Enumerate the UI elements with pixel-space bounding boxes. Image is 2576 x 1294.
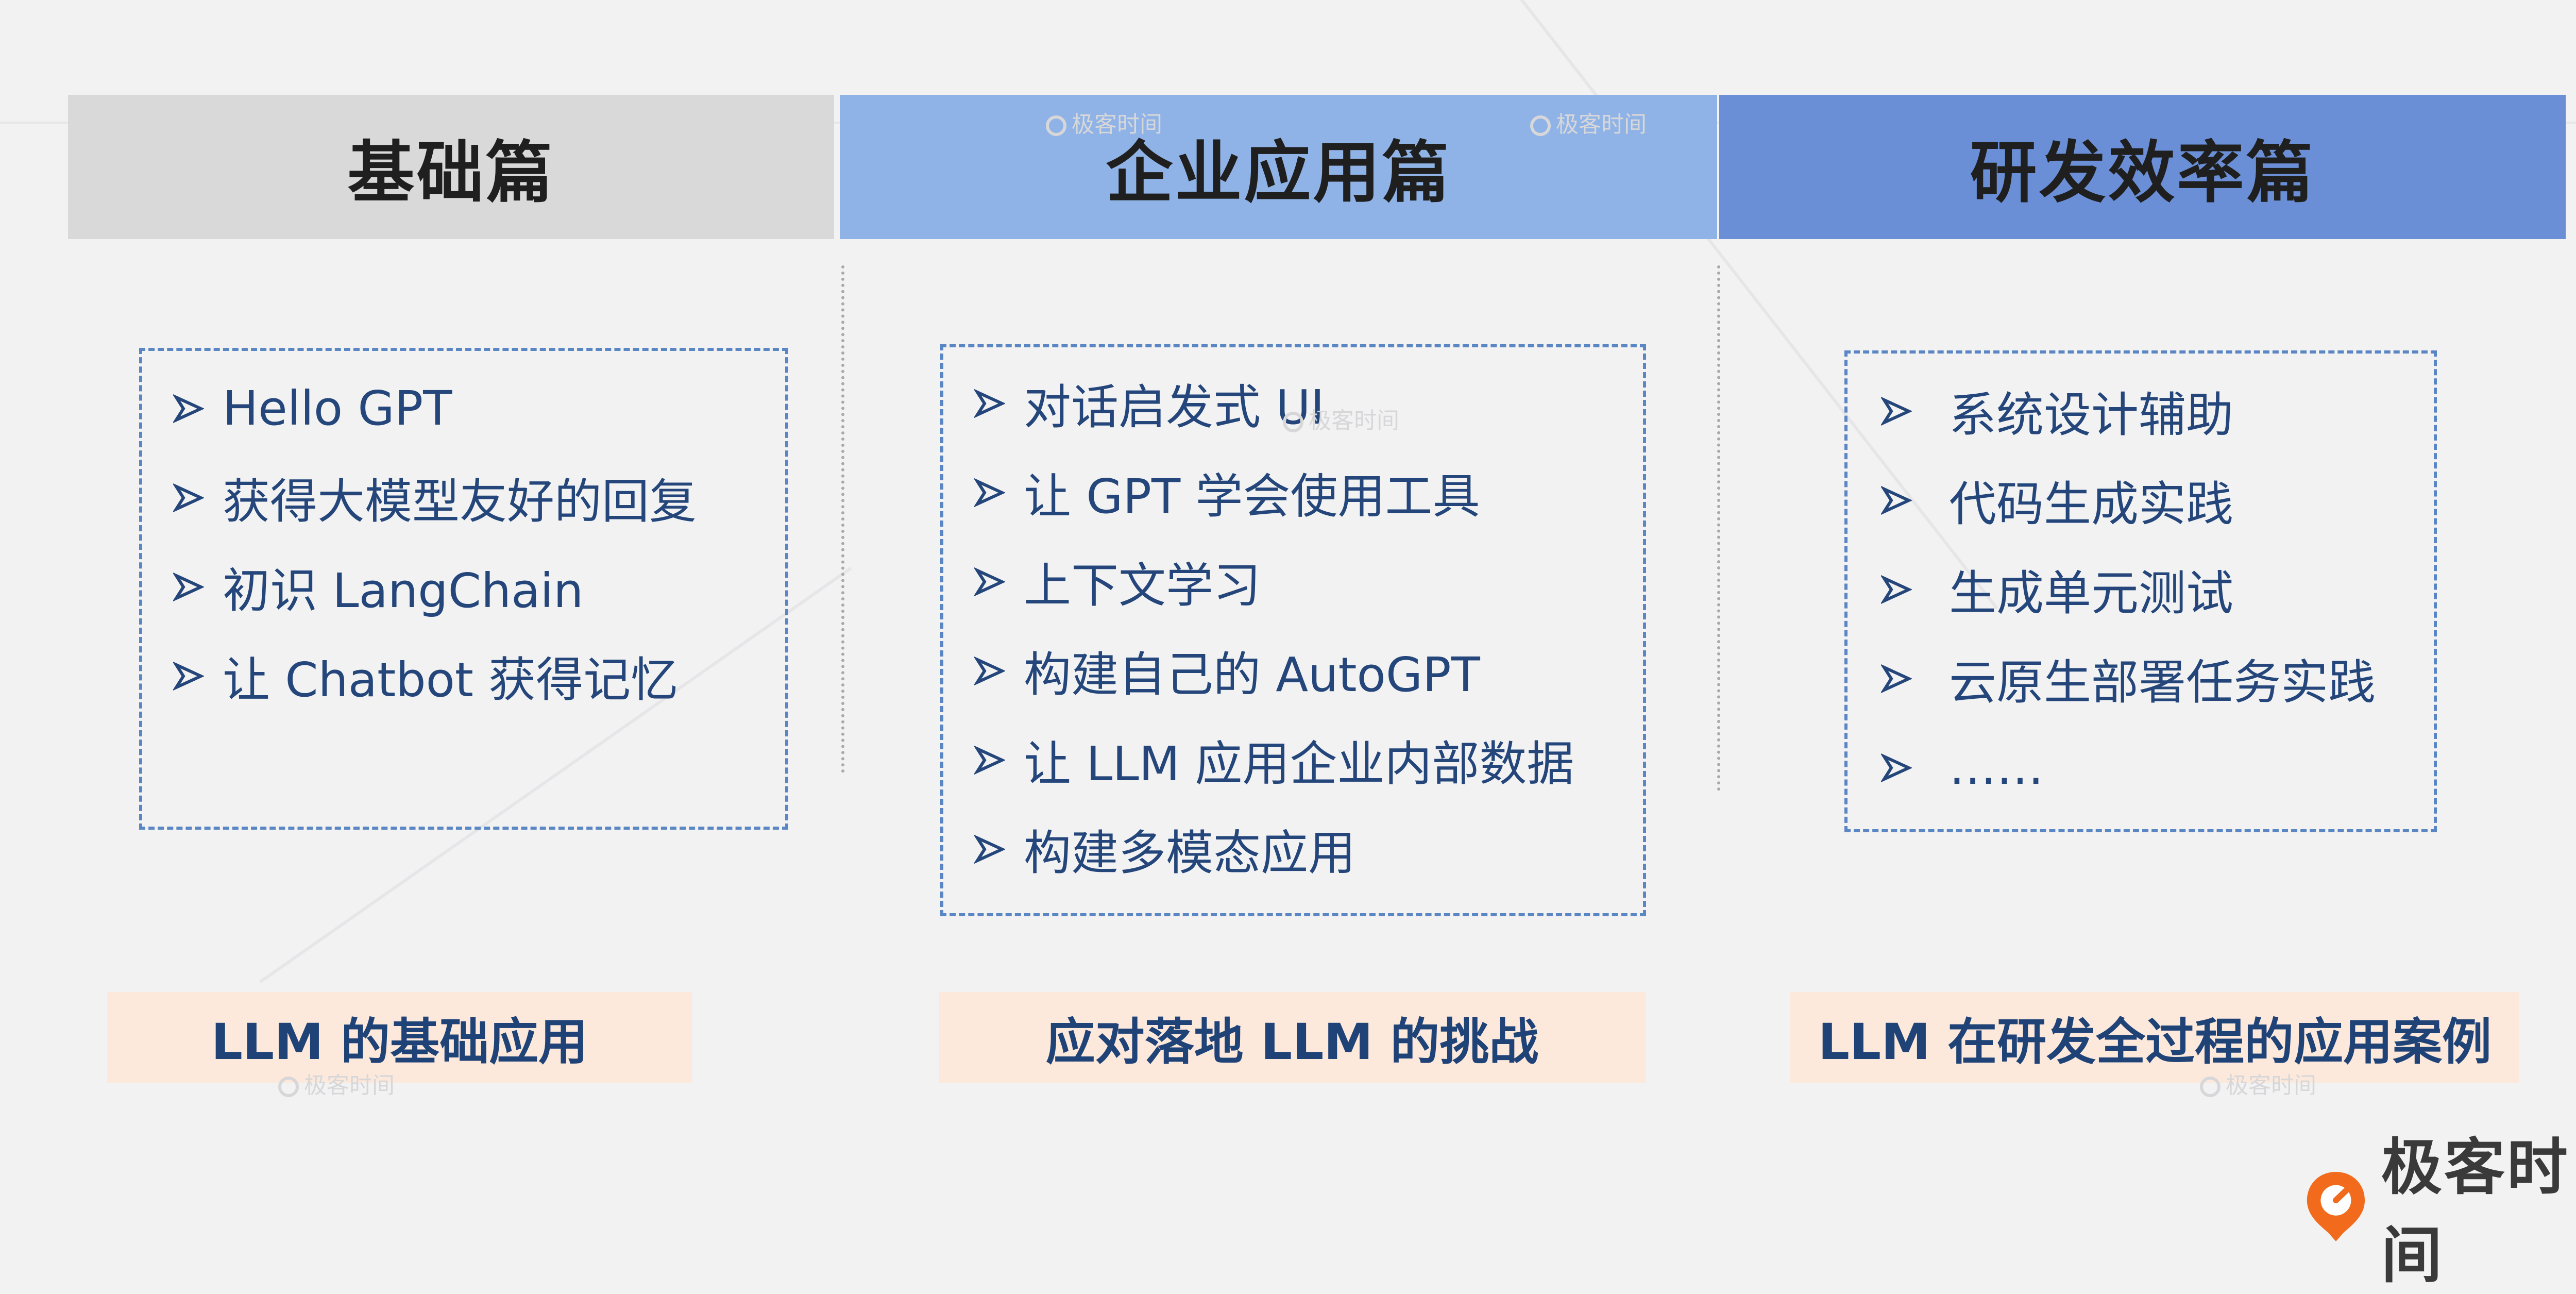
arrowhead-icon	[173, 661, 204, 691]
list-item: 对话启发式 UI	[974, 359, 1643, 448]
list-item: 构建多模态应用	[974, 804, 1643, 894]
item-label: 代码生成实践	[1949, 477, 2234, 532]
brand-logo: 极客时间	[2303, 1132, 2576, 1291]
item-label: ……	[1949, 740, 2044, 795]
arrowhead-icon	[1881, 575, 1912, 604]
arrowhead-icon	[173, 483, 204, 512]
item-label: 对话启发式 UI	[1024, 380, 1325, 435]
item-label: 生成单元测试	[1949, 566, 2234, 621]
arrowhead-icon	[974, 745, 1005, 775]
list-item: ……	[1881, 723, 2434, 812]
list-item: 获得大模型友好的回复	[173, 453, 785, 542]
item-label: 初识 LangChain	[223, 563, 584, 618]
header-basics: 基础篇	[68, 95, 834, 239]
watermark: 极客时间	[2200, 1067, 2316, 1100]
brand-name: 极客时间	[2381, 1132, 2570, 1291]
arrowhead-icon	[974, 567, 1005, 596]
topic-list-rd-efficiency: 系统设计辅助 代码生成实践 生成单元测试 云原生部署任务实践 ……	[1844, 350, 2437, 832]
watermark: 极客时间	[278, 1067, 395, 1100]
item-label: 上下文学习	[1024, 558, 1261, 613]
item-label: 让 GPT 学会使用工具	[1024, 469, 1480, 524]
list-item: 生成单元测试	[1881, 545, 2434, 634]
item-label: 系统设计辅助	[1949, 388, 2234, 443]
list-item: 让 LLM 应用企业内部数据	[974, 715, 1643, 804]
watermark-logo-icon	[1530, 115, 1551, 136]
topic-list-basics: Hello GPT 获得大模型友好的回复 初识 LangChain 让 Chat…	[139, 348, 788, 830]
watermark-logo-icon	[2200, 1077, 2221, 1097]
list-item: 系统设计辅助	[1881, 366, 2434, 456]
arrowhead-icon	[974, 834, 1005, 864]
arrowhead-icon	[173, 572, 204, 601]
arrowhead-icon	[974, 478, 1005, 507]
list-item: 云原生部署任务实践	[1881, 634, 2434, 723]
arrowhead-icon	[173, 394, 204, 423]
arrowhead-icon	[1881, 396, 1912, 426]
list-item: 构建自己的 AutoGPT	[974, 626, 1643, 715]
item-label: 构建自己的 AutoGPT	[1024, 647, 1480, 702]
arrowhead-icon	[1881, 753, 1912, 782]
list-item: 代码生成实践	[1881, 456, 2434, 545]
arrowhead-icon	[974, 389, 1005, 418]
caption-rd-efficiency: LLM 在研发全过程的应用案例	[1790, 992, 2519, 1083]
column-separator	[841, 265, 844, 773]
arrowhead-icon	[1881, 485, 1912, 515]
arrowhead-icon	[974, 656, 1005, 685]
header-rd-efficiency: 研发效率篇	[1719, 95, 2566, 239]
item-label: 构建多模态应用	[1024, 826, 1356, 881]
list-item: 上下文学习	[974, 537, 1643, 626]
list-item: 让 Chatbot 获得记忆	[173, 631, 785, 720]
column-separator	[1717, 265, 1720, 791]
arrowhead-icon	[1881, 664, 1912, 693]
list-item: Hello GPT	[173, 364, 785, 453]
watermark: 极客时间	[1283, 402, 1399, 435]
watermark-logo-icon	[1046, 115, 1066, 136]
watermark-logo-icon	[1283, 412, 1303, 432]
topic-list-enterprise: 对话启发式 UI 让 GPT 学会使用工具 上下文学习 构建自己的 AutoGP…	[940, 344, 1646, 916]
header-enterprise: 企业应用篇	[840, 95, 1717, 239]
watermark: 极客时间	[1046, 106, 1162, 139]
item-label: 云原生部署任务实践	[1949, 655, 2376, 710]
caption-enterprise: 应对落地 LLM 的挑战	[939, 992, 1646, 1083]
list-item: 初识 LangChain	[173, 542, 785, 631]
item-label: Hello GPT	[223, 381, 452, 436]
watermark: 极客时间	[1530, 106, 1647, 139]
caption-basics: LLM 的基础应用	[107, 992, 692, 1083]
watermark-logo-icon	[278, 1077, 299, 1097]
item-label: 获得大模型友好的回复	[223, 474, 697, 529]
geektime-logo-icon	[2307, 1172, 2365, 1241]
item-label: 让 LLM 应用企业内部数据	[1024, 736, 1574, 792]
list-item: 让 GPT 学会使用工具	[974, 448, 1643, 537]
item-label: 让 Chatbot 获得记忆	[223, 652, 679, 708]
